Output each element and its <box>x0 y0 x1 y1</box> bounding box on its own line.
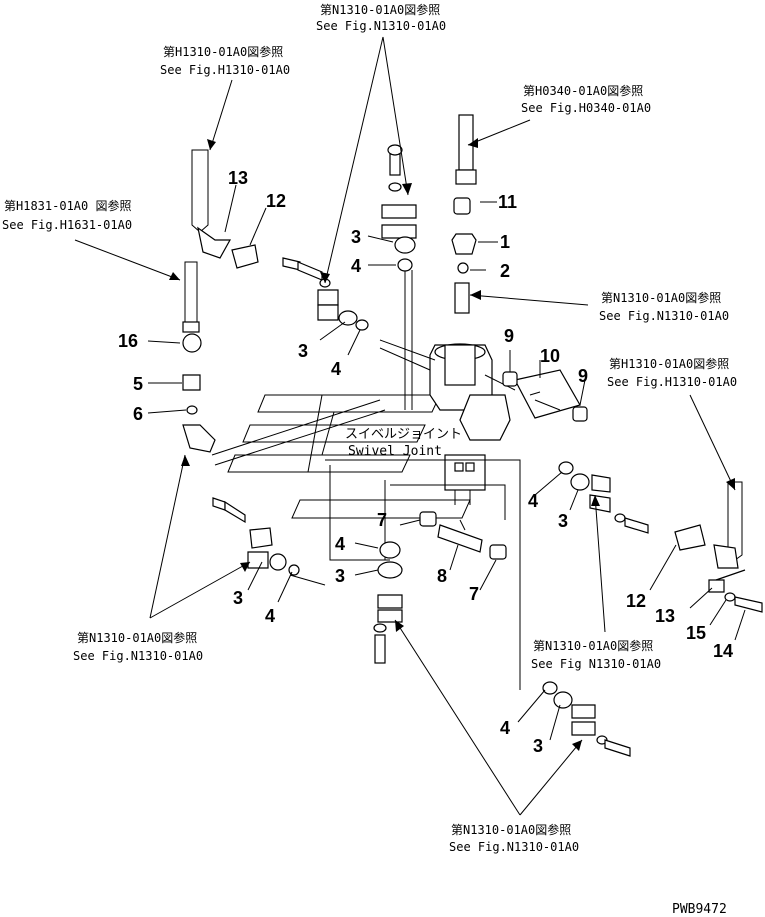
nut-9-upper <box>502 371 518 387</box>
ref-h1310-left-en: See Fig.H1310-01A0 <box>160 63 290 77</box>
leader-lines <box>74 36 746 816</box>
callout-6: 6 <box>133 404 143 424</box>
left-lower-flange <box>212 497 300 576</box>
ref-n1310-right-upper-jp: 第N1310-01A0図参照 <box>601 290 721 305</box>
callout-2: 2 <box>500 261 510 281</box>
ref-n1310-left-lower-en: See Fig.N1310-01A0 <box>73 649 203 663</box>
hose-right-assembly <box>674 481 763 613</box>
nut-9-lower <box>572 406 588 422</box>
ref-h1310-right-en: See Fig.H1310-01A0 <box>607 375 737 389</box>
part-callouts: 13 12 11 3 1 4 2 16 9 3 10 4 9 5 6 4 3 7… <box>118 168 733 756</box>
callout-7-lower: 7 <box>469 584 479 604</box>
callout-1: 1 <box>500 232 510 252</box>
callout-3-right: 3 <box>558 511 568 531</box>
callout-7-upper: 7 <box>377 510 387 530</box>
arrowheads <box>169 138 735 751</box>
swivel-joint-body <box>379 339 516 505</box>
center-lower-parts <box>373 511 507 664</box>
watermark-logo <box>227 394 471 519</box>
swivel-joint-en: Swivel Joint <box>348 444 442 459</box>
hose-13-assembly <box>191 149 259 269</box>
ref-h0340-en: See Fig.H0340-01A0 <box>521 101 651 115</box>
callout-3-center: 3 <box>335 566 345 586</box>
reference-labels: 第N1310-01A0図参照 See Fig.N1310-01A0 第H1310… <box>2 2 737 854</box>
ref-n1310-right-upper-en: See Fig.N1310-01A0 <box>599 309 729 323</box>
callout-4-left: 4 <box>331 359 341 379</box>
ref-n1310-left-lower-jp: 第N1310-01A0図参照 <box>77 630 197 645</box>
ref-n1310-right-lower-jp: 第N1310-01A0図参照 <box>533 638 653 653</box>
callout-13-right: 13 <box>655 606 675 626</box>
callout-3-lower-left: 3 <box>233 588 243 608</box>
hose-16-assembly <box>182 261 216 453</box>
ref-n1310-right-lower-en: See Fig N1310-01A0 <box>531 657 661 671</box>
callout-4-top: 4 <box>351 256 361 276</box>
ref-n1310-top-jp: 第N1310-01A0図参照 <box>320 2 440 17</box>
ref-h1310-right-jp: 第H1310-01A0図参照 <box>609 356 729 371</box>
callout-4-bottom: 4 <box>500 718 510 738</box>
swivel-joint-jp: スイベルジョイント <box>345 427 462 442</box>
callout-4-center: 4 <box>335 534 345 554</box>
ref-h1310-left-jp: 第H1310-01A0図参照 <box>163 44 283 59</box>
callout-8: 8 <box>437 566 447 586</box>
ref-n1310-bottom-en: See Fig.N1310-01A0 <box>449 840 579 854</box>
ref-h1831-en: See Fig.H1631-01A0 <box>2 218 132 232</box>
callout-3-left: 3 <box>298 341 308 361</box>
callout-14: 14 <box>713 641 733 661</box>
bottom-right-flange <box>542 681 631 757</box>
callout-3-bottom: 3 <box>533 736 543 756</box>
drawing-code: PWB9472 <box>672 902 727 917</box>
callout-16: 16 <box>118 331 138 351</box>
ref-n1310-top-en: See Fig.N1310-01A0 <box>316 19 446 33</box>
callout-9-lower: 9 <box>578 366 588 386</box>
callout-15: 15 <box>686 623 706 643</box>
callout-9-upper: 9 <box>504 326 514 346</box>
plate-10 <box>514 369 581 419</box>
callout-12-upper: 12 <box>266 191 286 211</box>
callout-4-right: 4 <box>528 491 538 511</box>
callout-3-top: 3 <box>351 227 361 247</box>
split-flange-top <box>381 144 417 272</box>
ref-h1831-jp: 第H1831-01A0 図参照 <box>4 198 131 213</box>
ref-h0340-jp: 第H0340-01A0図参照 <box>523 83 643 98</box>
callout-10: 10 <box>540 346 560 366</box>
left-upper-flange <box>282 257 369 331</box>
right-mid-flange <box>558 461 649 534</box>
callout-13-upper: 13 <box>228 168 248 188</box>
callout-12-right: 12 <box>626 591 646 611</box>
callout-11: 11 <box>498 192 517 212</box>
ref-n1310-bottom-jp: 第N1310-01A0図参照 <box>451 822 571 837</box>
callout-5: 5 <box>133 374 143 394</box>
callout-4-lower-left: 4 <box>265 606 275 626</box>
